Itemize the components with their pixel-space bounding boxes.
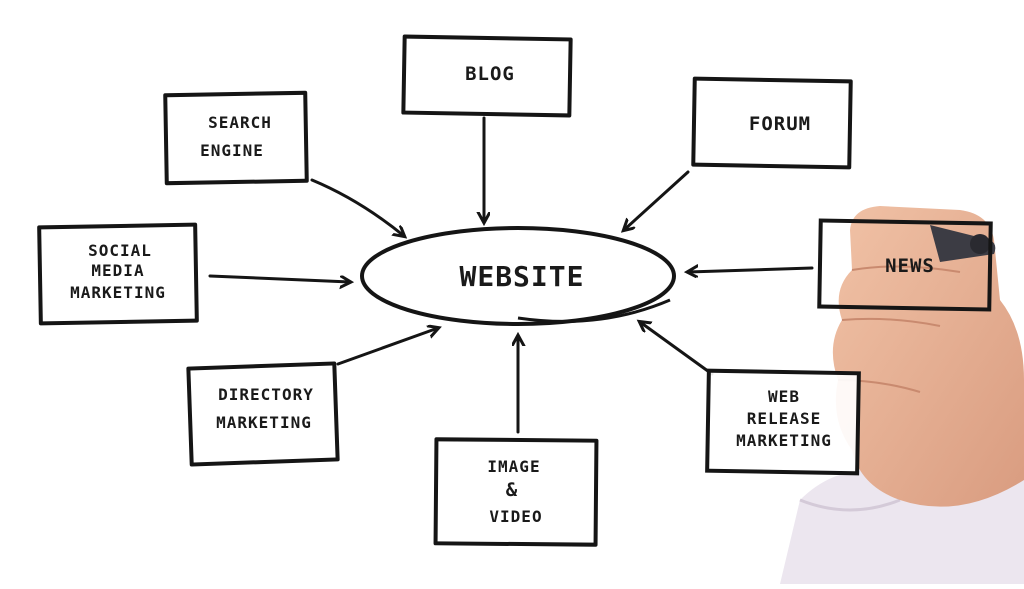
node-image-video-line-1: IMAGE [487, 457, 540, 476]
node-search-engine: SEARCH ENGINE [163, 90, 309, 186]
marker-cap-icon [970, 234, 990, 254]
center-label: WEBSITE [459, 260, 584, 293]
node-forum-label: FORUM [749, 113, 811, 135]
node-news: NEWS [817, 218, 993, 312]
center-node: WEBSITE [360, 226, 676, 326]
node-blog-label: BLOG [465, 63, 515, 85]
node-search-engine-line-1: SEARCH [208, 113, 272, 132]
node-blog-box [401, 34, 573, 118]
node-web-release-box [705, 368, 861, 476]
hand-shape [832, 206, 1024, 507]
node-image-video: IMAGE & VIDEO [433, 437, 599, 547]
node-forum-box [691, 76, 853, 170]
node-search-engine-box [163, 90, 309, 186]
node-social-media-marketing: SOCIAL MEDIA MARKETING [37, 222, 199, 326]
node-search-engine-line-2: ENGINE [200, 141, 264, 160]
node-blog: BLOG [401, 34, 573, 118]
arrow-forum [624, 170, 690, 230]
arrow-web-release [640, 322, 714, 376]
node-forum: FORUM [691, 76, 853, 170]
node-image-video-line-3: VIDEO [489, 507, 542, 526]
node-image-video-line-2: & [506, 479, 518, 501]
arrow-search-engine [310, 178, 404, 236]
node-news-label: NEWS [885, 255, 935, 277]
node-image-video-box [433, 437, 599, 547]
node-news-box [817, 218, 993, 312]
node-social-media-line-2: MEDIA [91, 261, 144, 280]
node-web-release-line-2: RELEASE [747, 409, 821, 428]
node-directory-line-1: DIRECTORY [218, 385, 314, 404]
node-social-media-line-1: SOCIAL [88, 241, 152, 260]
knuckle-line-2 [841, 317, 941, 327]
arrow-directory [336, 328, 438, 366]
node-directory-line-2: MARKETING [216, 413, 312, 432]
node-directory-marketing: DIRECTORY MARKETING [186, 361, 340, 467]
center-ellipse [360, 226, 676, 326]
sleeve-fold [799, 498, 901, 512]
connector-arrows [208, 116, 814, 434]
arrow-social-media [208, 274, 350, 282]
node-social-media-line-3: MARKETING [70, 283, 166, 302]
node-web-release-line-3: MARKETING [736, 431, 832, 450]
node-web-release-line-1: WEB [768, 387, 800, 406]
knuckle-line-1 [851, 265, 961, 273]
hand-illustration [780, 206, 1024, 584]
node-web-release-marketing: WEB RELEASE MARKETING [705, 368, 861, 476]
center-ellipse-stroke [517, 298, 671, 323]
node-directory-box [186, 361, 340, 467]
node-social-media-box [37, 222, 199, 326]
arrow-news [688, 268, 814, 272]
